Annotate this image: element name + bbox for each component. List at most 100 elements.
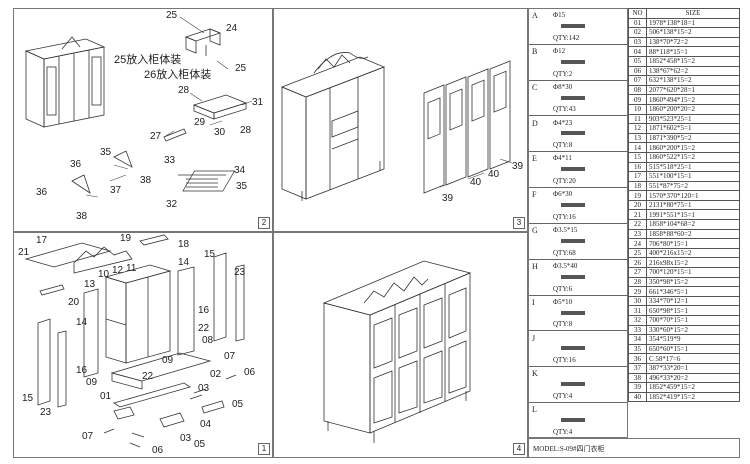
part-label: 27 <box>150 131 162 142</box>
hardware-fitting-icon <box>561 59 585 64</box>
spec-no: 34 <box>628 334 647 345</box>
spec-no: 40 <box>628 391 647 403</box>
hardware-letter: I <box>532 297 535 307</box>
hardware-letter: F <box>532 190 537 200</box>
hardware-qty: QTY:4 <box>553 392 573 401</box>
spec-size: 216x98x15=2 <box>646 257 740 269</box>
spec-no: 37 <box>628 362 647 374</box>
leader-lines <box>85 16 253 198</box>
spec-no: 39 <box>628 382 647 393</box>
spec-size: 88*118*15=1 <box>646 46 740 57</box>
part-label: 14 <box>178 257 190 268</box>
part-label: 28 <box>178 85 190 96</box>
exploded-parts <box>24 234 245 448</box>
spec-size: 138*70*72=2 <box>646 36 740 48</box>
hardware-size: Φ6*30 <box>553 190 573 199</box>
spec-no: 16 <box>628 161 647 173</box>
part-label: 35 <box>236 181 248 192</box>
spec-no: 20 <box>628 199 647 211</box>
part-label: 25 <box>235 63 247 74</box>
hardware-letter: A <box>532 11 538 20</box>
spec-no: 17 <box>628 171 647 182</box>
spec-no: 08 <box>628 84 647 96</box>
panel2-part-numbers: 25 24 25 28 31 29 27 30 28 36 35 33 34 3… <box>36 10 264 222</box>
part-label: 19 <box>120 233 132 244</box>
wardrobe-carcass <box>280 52 386 201</box>
spec-size: 1991*551*15=1 <box>646 209 740 221</box>
spec-size: 387*33*20=1 <box>646 362 740 374</box>
part-label: 10 <box>98 269 110 280</box>
part-label: 39 <box>512 161 524 172</box>
part-label: 35 <box>100 147 112 158</box>
hardware-size: Φ4*23 <box>553 118 573 127</box>
hardware-letter: H <box>532 261 538 271</box>
hardware-qty: QTY:142 <box>553 33 580 42</box>
part-label: 08 <box>202 335 214 346</box>
part-label: 07 <box>82 431 94 442</box>
spec-size: 632*138*15=2 <box>646 75 740 86</box>
part-label: 24 <box>226 23 238 34</box>
spec-no: 29 <box>628 286 647 297</box>
spec-size: 1852*458*15=2 <box>646 55 740 67</box>
part-label: 17 <box>36 235 48 246</box>
hardware-fitting-icon <box>561 95 585 100</box>
hardware-fitting-icon <box>561 203 585 208</box>
spec-table-header: NO SIZE <box>628 8 740 19</box>
part-label: 40 <box>488 169 500 180</box>
panel-index: 2 <box>258 217 270 229</box>
part-label: 05 <box>232 399 244 410</box>
part-label: 33 <box>164 155 176 166</box>
spec-size: 903*523*25=1 <box>646 113 740 125</box>
spec-size: 551*87*75=2 <box>646 180 740 192</box>
spec-size: 650*98*15=1 <box>646 305 740 316</box>
part-label: 22 <box>142 371 154 382</box>
hardware-size: Φ3.5*15 <box>553 226 578 234</box>
part-label: 23 <box>40 407 52 418</box>
spec-no: 25 <box>628 247 647 259</box>
hardware-qty: QTY:43 <box>553 105 576 114</box>
hardware-qty: QTY:68 <box>553 248 576 257</box>
part-label: 15 <box>204 249 216 260</box>
spec-header-no: NO <box>628 8 647 19</box>
spec-no: 19 <box>628 190 647 201</box>
spec-size: 506*138*15=2 <box>646 27 740 38</box>
spec-size: 650*60*15=1 <box>646 343 740 355</box>
part-label: 40 <box>470 177 482 188</box>
part-label: 16 <box>198 305 210 316</box>
assembly-note-25: 25放入柜体装 <box>114 54 182 66</box>
hardware-size: Φ5*10 <box>553 297 573 306</box>
spec-no: 11 <box>628 113 647 125</box>
hardware-fitting-icon <box>561 382 585 387</box>
hardware-size: Φ12 <box>553 46 566 55</box>
hardware-fitting-icon <box>561 310 585 315</box>
part-label: 20 <box>68 297 80 308</box>
part-label: 13 <box>84 279 96 290</box>
spec-size: 1852*459*15=2 <box>646 382 740 393</box>
part-label: 28 <box>240 125 252 136</box>
hardware-fitting-icon <box>561 238 585 243</box>
part-label: 06 <box>244 367 256 378</box>
hardware-size: Φ15 <box>553 11 566 19</box>
spec-no: 12 <box>628 123 647 134</box>
